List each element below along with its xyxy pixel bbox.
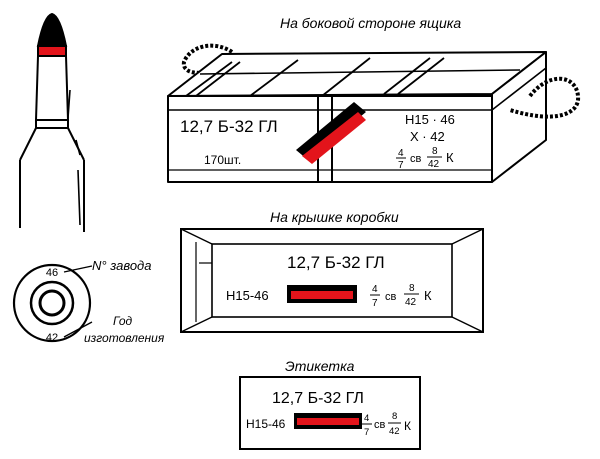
cartridge-base-view xyxy=(12,263,93,343)
lid-caliber-text: 12,7 Б-32 ГЛ xyxy=(287,253,385,272)
label-sv-text: св xyxy=(374,419,386,431)
label-caliber-text: 12,7 Б-32 ГЛ xyxy=(272,390,364,407)
lid-color-stripe xyxy=(287,285,357,303)
base-rim-circle xyxy=(12,263,92,343)
bullet-body xyxy=(34,55,70,121)
year-caption-line2: изготовления xyxy=(84,331,165,345)
cartridge-side-view xyxy=(19,12,85,232)
label-frac2-den: 42 xyxy=(389,426,400,437)
bullet-red-band xyxy=(37,45,67,57)
crate-lot-mid: Х · 42 xyxy=(410,129,445,144)
lid-frac1-den: 7 xyxy=(372,298,378,309)
lid-inner-panel xyxy=(211,243,453,318)
label-lot-text: Н15-46 xyxy=(246,417,286,431)
year-caption-line1: Год xyxy=(113,314,133,328)
box-side-caption: На боковой стороне ящика xyxy=(280,15,461,31)
lid-frac1-num: 4 xyxy=(372,284,378,295)
lid-k-text: К xyxy=(424,288,432,303)
lid-caption: На крышке коробки xyxy=(270,209,399,225)
crate-caliber-text: 12,7 Б-32 ГЛ xyxy=(180,117,278,136)
crate-lot-top: Н15 · 46 xyxy=(405,112,455,127)
label-color-stripe xyxy=(294,413,362,429)
label-k-text: К xyxy=(404,419,411,433)
base-factory-number: 46 xyxy=(46,267,58,279)
lid-frac2-num: 8 xyxy=(409,283,415,294)
crate-sv-text: св xyxy=(410,153,422,165)
lid-lot-text: Н15-46 xyxy=(226,288,269,303)
crate-frac1-num: 4 xyxy=(398,148,404,159)
crate-side-face xyxy=(491,51,547,183)
lid-sv-text: св xyxy=(385,291,397,303)
label-frac1-num: 4 xyxy=(364,413,369,424)
crate-frac2-num: 8 xyxy=(432,146,438,157)
label-frame xyxy=(239,376,421,450)
factory-number-caption: N° завода xyxy=(92,258,151,273)
crate-quantity-text: 170шт. xyxy=(204,153,241,167)
year-leader-line xyxy=(63,321,93,338)
bullet-tip-black xyxy=(36,12,68,47)
crate-color-stripe xyxy=(296,102,366,164)
lid-frac2-den: 42 xyxy=(405,297,417,308)
factory-leader-line xyxy=(63,265,93,273)
cartridge-case xyxy=(19,160,85,232)
label-caption: Этикетка xyxy=(285,358,355,374)
label-frac1-den: 7 xyxy=(364,427,369,438)
lid-outer-frame xyxy=(180,228,484,333)
label-frac2-num: 8 xyxy=(392,411,397,422)
crate-frac2-den: 42 xyxy=(428,159,440,170)
base-year-number: 42 xyxy=(46,332,58,344)
box-lid xyxy=(180,228,484,333)
crate-frac1-den: 7 xyxy=(398,160,404,171)
crate-k-text: К xyxy=(446,150,454,165)
